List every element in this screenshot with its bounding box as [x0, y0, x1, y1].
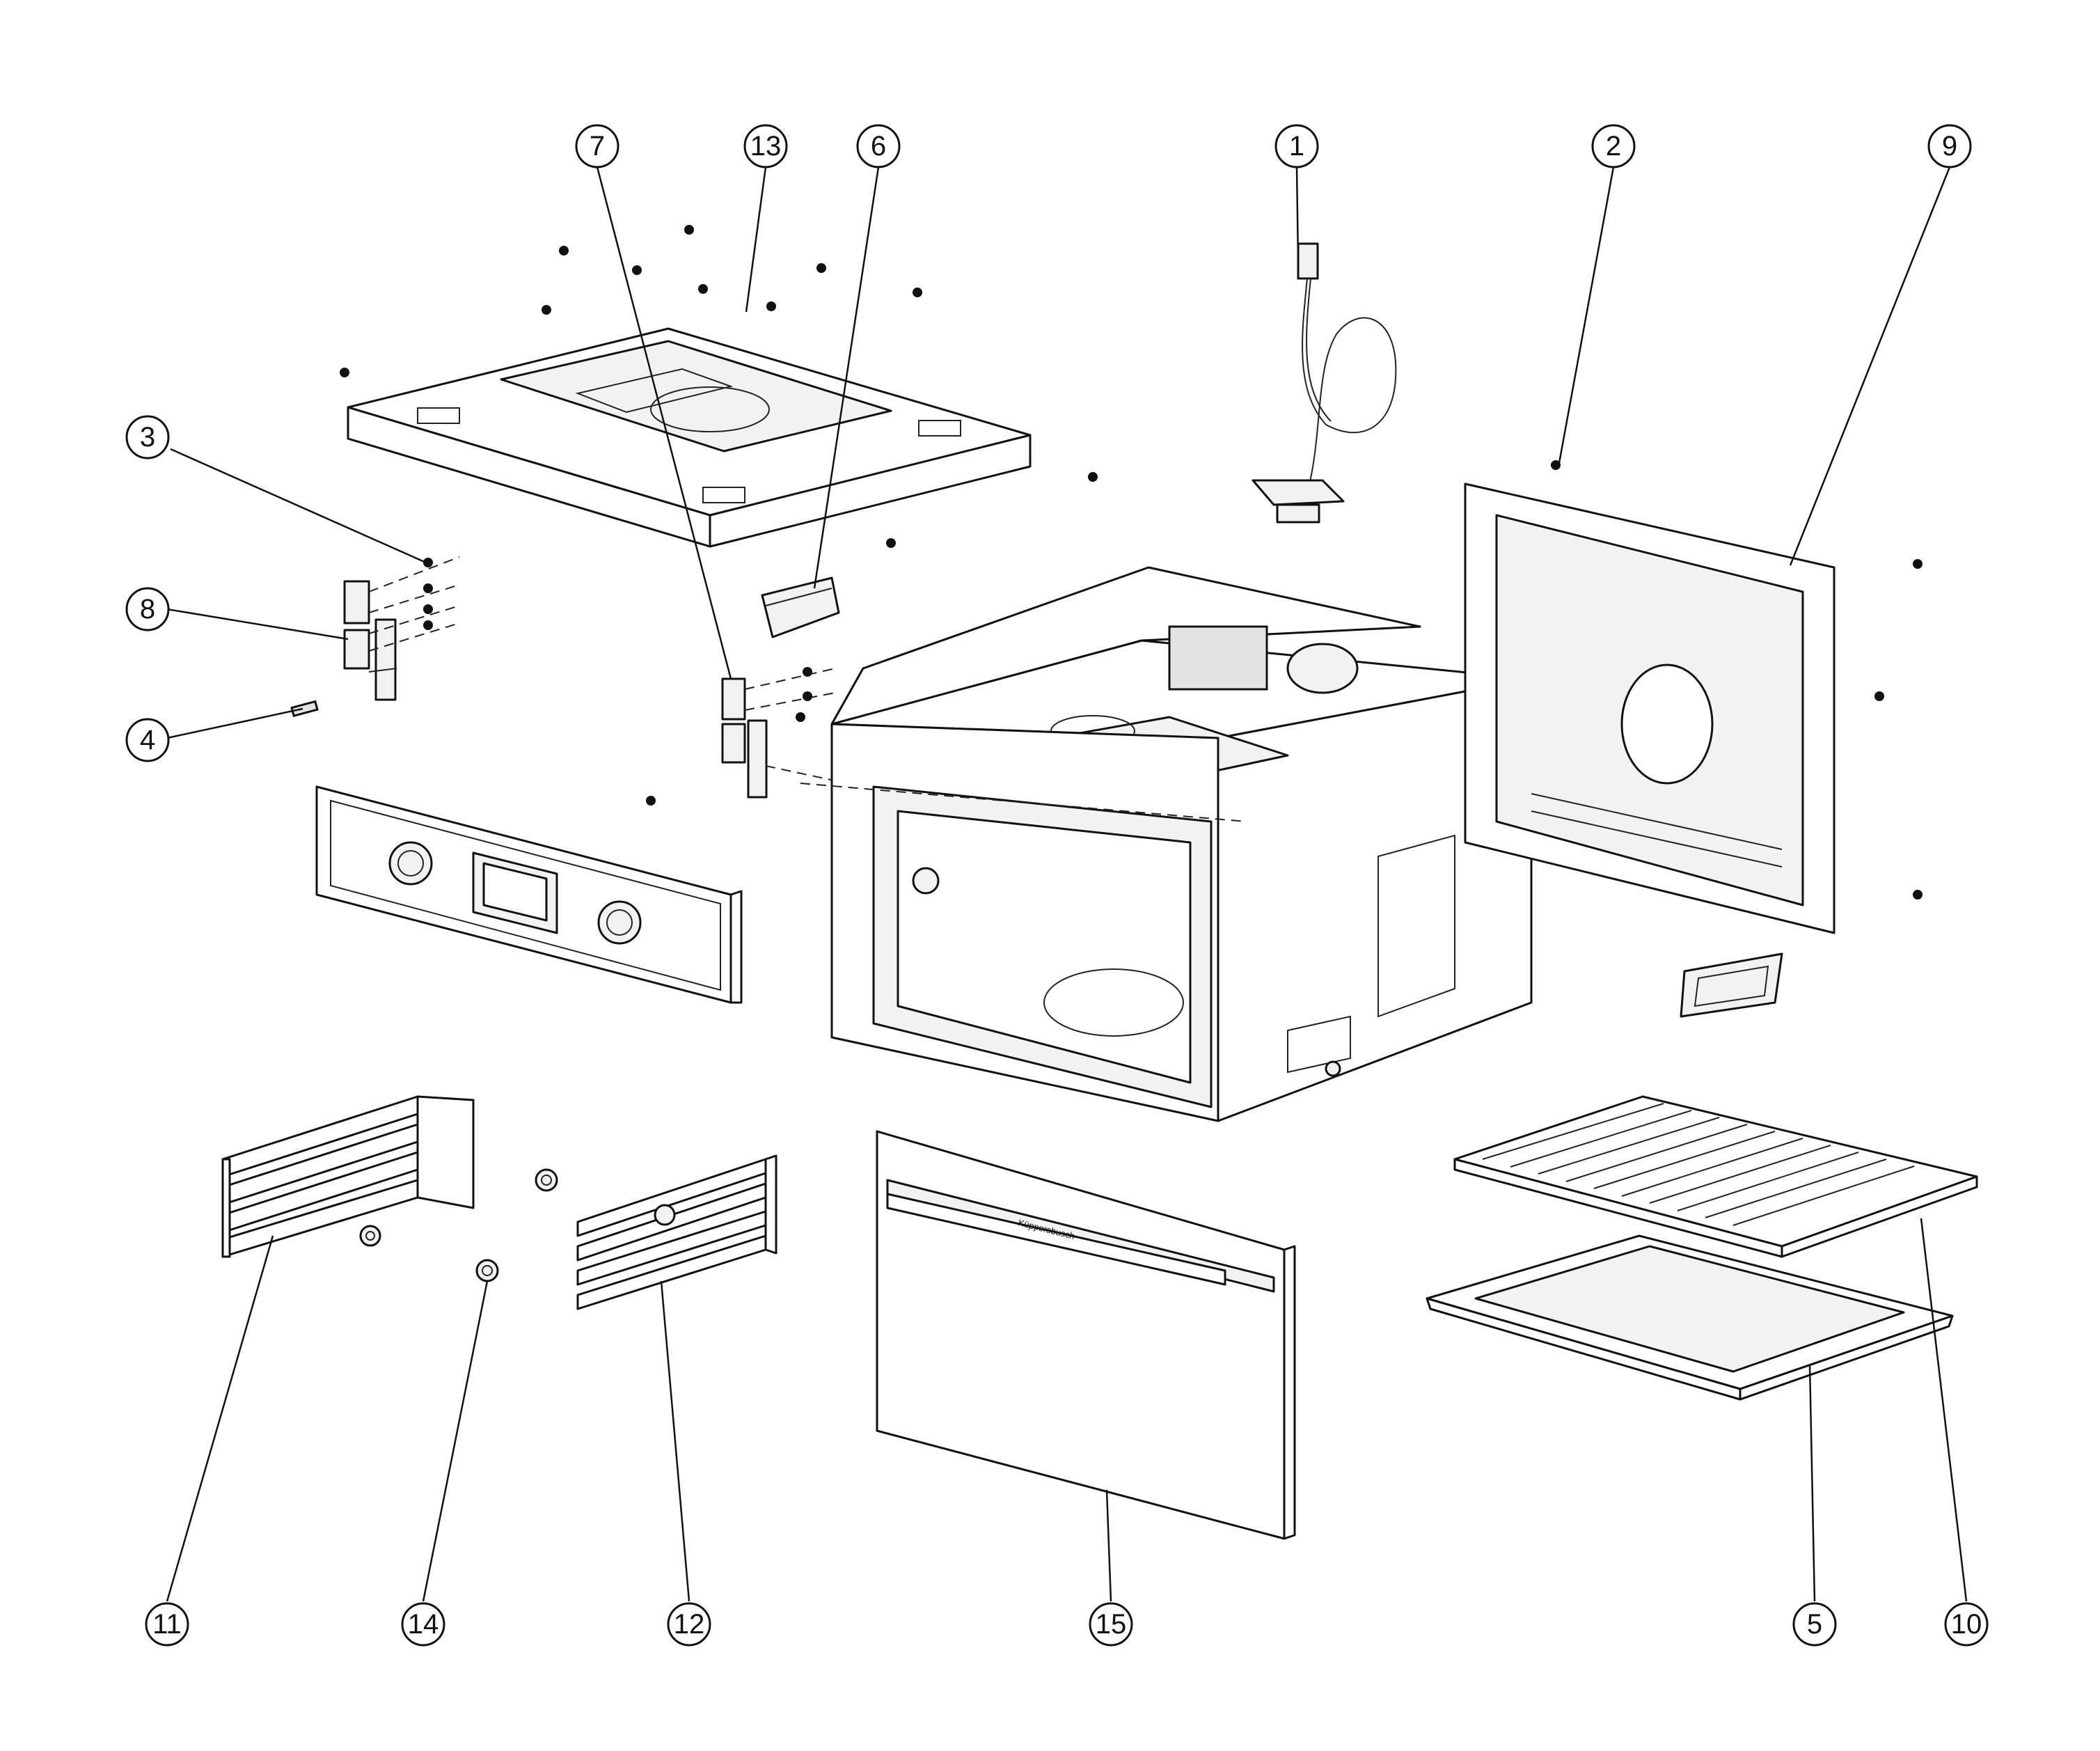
callout-number: 9 [1942, 131, 1957, 162]
callout-11: 11 [145, 1602, 189, 1647]
callout-circle [1089, 1602, 1133, 1647]
callout-circle [743, 124, 788, 168]
callout-15: 15 [1089, 1602, 1133, 1647]
callout-9: 9 [1927, 124, 1972, 168]
top-cover-panel [347, 327, 1032, 548]
baking-tray [1426, 1234, 1954, 1401]
callout-number: 2 [1606, 131, 1621, 162]
callout-number: 5 [1807, 1609, 1822, 1640]
callout-5: 5 [1792, 1602, 1837, 1647]
top-cover-screws [340, 225, 1098, 548]
callout-circle [575, 124, 619, 168]
callout-14: 14 [401, 1602, 445, 1647]
callout-circle [401, 1602, 445, 1647]
callout-number: 13 [750, 131, 782, 162]
side-rail-right [576, 1154, 777, 1310]
callout-number: 7 [590, 131, 605, 162]
callout-circle [1944, 1602, 1989, 1647]
callout-circle [125, 718, 170, 762]
leader-lines [166, 166, 1968, 1602]
callout-number: 8 [140, 594, 155, 625]
callout-6: 6 [856, 124, 901, 168]
oven-door: Küppersbusch [876, 1130, 1296, 1540]
back-panel-screws [1551, 460, 1923, 900]
callout-circle [125, 587, 170, 631]
callout-circle [145, 1602, 189, 1647]
callout-number: 1 [1289, 131, 1304, 162]
callout-circle [1792, 1602, 1837, 1647]
callout-2: 2 [1591, 124, 1636, 168]
rear-vent-cover [1680, 952, 1783, 1018]
side-rail-left [221, 1095, 475, 1258]
callout-3: 3 [125, 415, 170, 460]
callout-10: 10 [1944, 1602, 1989, 1647]
callout-number: 4 [140, 725, 155, 755]
grill-rack [1453, 1095, 1978, 1258]
callout-number: 14 [408, 1609, 439, 1640]
power-cord [1252, 242, 1397, 524]
callout-8: 8 [125, 587, 170, 631]
oven-body [800, 566, 1533, 1122]
callout-circle [856, 124, 901, 168]
callout-number: 6 [871, 131, 886, 162]
callout-number: 12 [674, 1609, 705, 1640]
control-panel [315, 785, 743, 1004]
callout-4: 4 [125, 718, 170, 762]
callout-number: 15 [1096, 1609, 1127, 1640]
callout-12: 12 [667, 1602, 711, 1647]
lamp-cover [761, 576, 840, 638]
callout-circle [1927, 124, 1972, 168]
callout-circle [1274, 124, 1319, 168]
hinge-assembly-right [646, 667, 864, 806]
callout-circle [667, 1602, 711, 1647]
callout-number: 3 [140, 422, 155, 453]
callout-circle [1591, 124, 1636, 168]
callout-number: 10 [1951, 1609, 1982, 1640]
rail-spacers [359, 1168, 558, 1282]
callout-1: 1 [1274, 124, 1319, 168]
back-panel [1464, 482, 1835, 934]
callout-number: 11 [152, 1609, 182, 1640]
callout-13: 13 [743, 124, 788, 168]
hinge-assembly-left [290, 556, 460, 718]
callout-circle [125, 415, 170, 460]
callout-7: 7 [575, 124, 619, 168]
